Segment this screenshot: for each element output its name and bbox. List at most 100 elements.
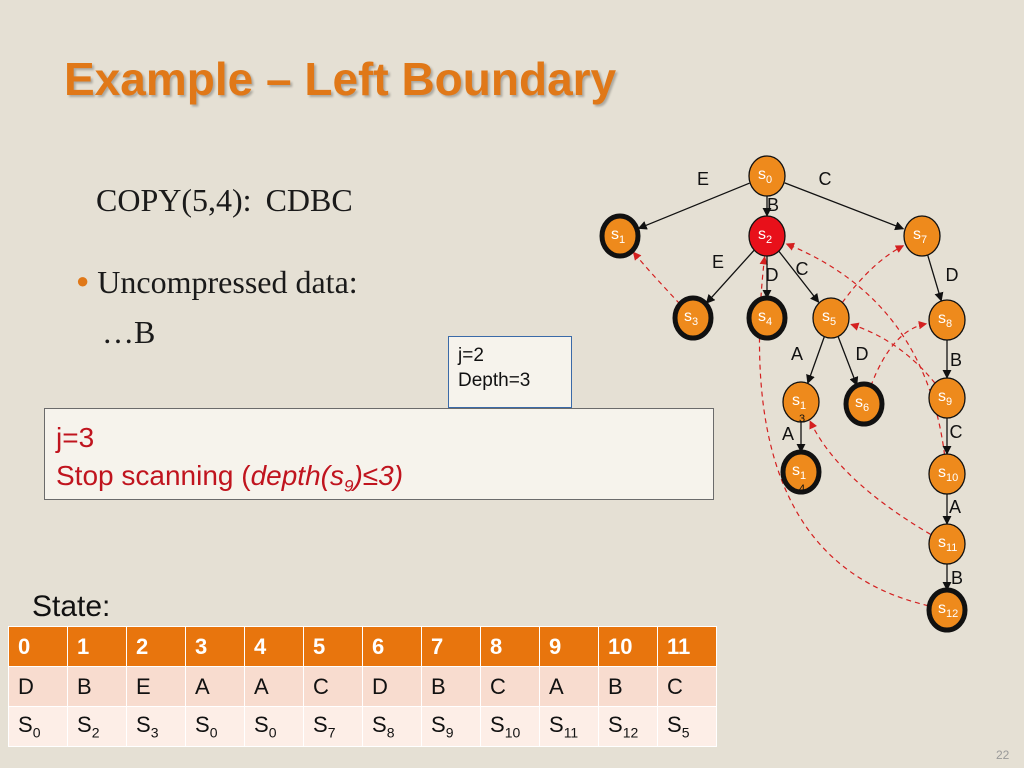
state-node-sub: 5 — [681, 724, 690, 741]
state-char-cell: A — [539, 666, 599, 707]
state-node-cell: S3 — [126, 706, 186, 747]
bullet-dot-icon: ● — [76, 268, 90, 293]
tree-node-s5: s5 — [812, 297, 850, 339]
tree-node-label: s7 — [913, 226, 927, 246]
state-node-cell: S10 — [480, 706, 540, 747]
state-char-cell: B — [421, 666, 481, 707]
tree-node-circle — [599, 213, 641, 259]
tree-node-label: s0 — [758, 166, 772, 186]
tree-node-circle — [928, 299, 966, 341]
state-node-cell: S8 — [362, 706, 422, 747]
state-header-cell: 11 — [657, 626, 717, 667]
state-char-cell: B — [67, 666, 127, 707]
tree-edge-label: A — [782, 424, 794, 444]
tree-node-circle — [748, 215, 786, 257]
tree-edge-label: D — [766, 265, 779, 285]
state-node-sub: 2 — [91, 724, 100, 741]
tree-node-circle — [782, 381, 820, 423]
page-number: 22 — [996, 748, 1010, 762]
state-node-base: S — [136, 712, 151, 738]
state-header-cell: 1 — [67, 626, 127, 667]
tree-edge-label: C — [796, 259, 809, 279]
tree-node-circle — [843, 381, 885, 427]
tree-node-s12: s12 — [926, 587, 968, 633]
state-node-cell: S5 — [657, 706, 717, 747]
tree-node-s1: s1 — [599, 213, 641, 259]
tree-node-s2: s2 — [748, 215, 786, 257]
tree-node-circle — [903, 215, 941, 257]
suffix-link-s3-s1 — [632, 251, 681, 305]
state-char-cell: E — [126, 666, 186, 707]
state-node-cell: S9 — [421, 706, 481, 747]
copy-label: COPY(5,4): — [96, 182, 252, 218]
state-node-base: S — [372, 712, 387, 738]
tree-node-label-overflow: 3 — [799, 413, 805, 425]
copy-command: COPY(5,4):CDBC — [96, 182, 353, 219]
state-node-sub: 0 — [268, 724, 277, 741]
state-node-base: S — [313, 712, 328, 738]
stop-text: Stop scanning (depth(s9)≤3) — [56, 457, 713, 506]
stop-j: j=3 — [56, 422, 95, 453]
stop-condition-box: j=3 Stop scanning (depth(s9)≤3) — [44, 408, 714, 500]
tree-node-label: s8 — [938, 310, 952, 330]
state-header-cell: 0 — [8, 626, 68, 667]
stop-sub: 9 — [343, 476, 354, 496]
state-node-sub: 10 — [504, 724, 521, 741]
bullet-uncompressed: ●Uncompressed data: — [76, 264, 358, 301]
state-node-base: S — [18, 712, 33, 738]
tree-node-s8: s8 — [928, 299, 966, 341]
state-char-cell: C — [480, 666, 540, 707]
tree-node-label: s3 — [684, 308, 698, 328]
tree-node-label: s6 — [855, 394, 869, 414]
tree-edge-s7-s8 — [926, 254, 944, 302]
suffix-link-s10-s2 — [785, 242, 946, 456]
tree-node-circle — [928, 523, 966, 565]
tree-node-s13: s13 — [782, 381, 820, 425]
state-node-base: S — [254, 712, 269, 738]
tree-edge-label: D — [856, 344, 869, 364]
tree-edge-s5-s6 — [837, 335, 859, 387]
stop-suffix: )≤3) — [353, 460, 404, 491]
suffix-link-s5-s7 — [841, 245, 905, 304]
tree-node-circle — [928, 377, 966, 419]
state-node-base: S — [667, 712, 682, 738]
tree-node-label: s11 — [938, 534, 957, 554]
state-node-sub: 8 — [386, 724, 395, 741]
tree-node-label: s10 — [938, 464, 958, 484]
state-node-cell: S0 — [244, 706, 304, 747]
tree-edge-s0-s7 — [784, 182, 905, 231]
tree-node-s11: s11 — [928, 523, 966, 565]
tree-node-circle — [780, 449, 822, 495]
tree-node-s6: s6 — [843, 381, 885, 427]
state-label: State: — [32, 590, 111, 623]
state-node-cell: S0 — [8, 706, 68, 747]
tree-edge-label: C — [819, 169, 832, 189]
tree-node-label: s9 — [938, 388, 952, 408]
tree-node-label: s1 — [792, 392, 806, 412]
tree-node-label: s2 — [758, 226, 772, 246]
tree-edge-s0-s1 — [637, 182, 750, 230]
tree-node-circle — [672, 295, 714, 341]
tree-edge-s2-s3 — [705, 249, 755, 304]
stop-fn: depth(s — [250, 460, 344, 491]
suffix-link-s6-s8 — [870, 320, 928, 387]
tree-node-circle — [748, 155, 786, 197]
state-node-sub: 7 — [327, 724, 336, 741]
tree-edge-label: B — [767, 195, 779, 215]
tree-edge-label: A — [791, 344, 803, 364]
tree-node-label: s1 — [792, 462, 806, 482]
tree-node-label: s5 — [822, 308, 836, 328]
bullet-continuation: …B — [102, 314, 156, 350]
state-node-sub: 11 — [563, 724, 579, 741]
state-char-cell: A — [244, 666, 304, 707]
depth-note-j: j=2 — [458, 345, 484, 366]
state-node-base: S — [608, 712, 623, 738]
state-header-cell: 6 — [362, 626, 422, 667]
tree-node-circle — [928, 453, 966, 495]
state-node-cell: S0 — [185, 706, 245, 747]
tree-node-s7: s7 — [903, 215, 941, 257]
